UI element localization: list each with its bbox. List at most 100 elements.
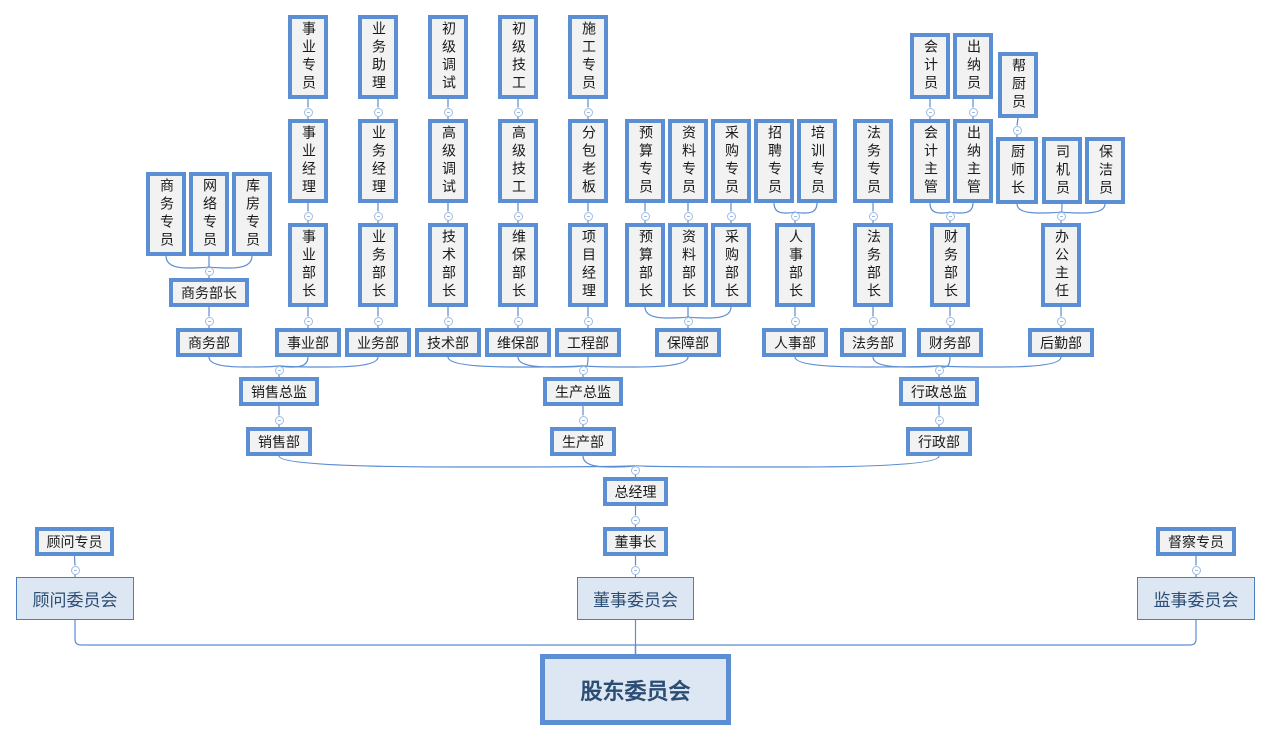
node-operations-manager[interactable]: 业务经理 [358,119,398,203]
node-advisor[interactable]: 顾问专员 [35,527,114,556]
collapse-toggle-icon[interactable] [274,415,284,425]
node-unit-hr[interactable]: 人事部 [762,328,828,357]
node-head-hr[interactable]: 人事部长 [775,223,815,307]
collapse-toggle-icon[interactable] [925,107,935,117]
node-general-manager[interactable]: 总经理 [603,477,668,506]
collapse-toggle-icon[interactable] [683,316,693,326]
node-advisory-committee[interactable]: 顾问委员会 [16,577,134,620]
node-chairman[interactable]: 董事长 [603,527,668,556]
node-enterprise-manager[interactable]: 事业经理 [288,119,328,203]
node-head-business-affairs[interactable]: 商务部长 [169,278,249,307]
collapse-toggle-icon[interactable] [583,211,593,221]
node-procurement-specialist[interactable]: 采购专员 [711,119,751,203]
collapse-toggle-icon[interactable] [1056,211,1066,221]
node-construction-specialist[interactable]: 施工专员 [568,15,608,99]
collapse-toggle-icon[interactable] [1191,565,1201,575]
collapse-toggle-icon[interactable] [204,266,214,276]
node-unit-logistics[interactable]: 后勤部 [1028,328,1094,357]
collapse-toggle-icon[interactable] [945,211,955,221]
node-unit-finance[interactable]: 财务部 [917,328,983,357]
collapse-toggle-icon[interactable] [1056,316,1066,326]
collapse-toggle-icon[interactable] [513,107,523,117]
node-sales-director[interactable]: 销售总监 [239,377,319,406]
collapse-toggle-icon[interactable] [70,565,80,575]
node-operations-assistant[interactable]: 业务助理 [358,15,398,99]
collapse-toggle-icon[interactable] [513,211,523,221]
collapse-toggle-icon[interactable] [868,316,878,326]
node-head-budget[interactable]: 预算部长 [625,223,665,307]
node-enterprise-specialist[interactable]: 事业专员 [288,15,328,99]
node-cashier-supervisor[interactable]: 出纳主管 [953,119,993,203]
node-unit-enterprise[interactable]: 事业部 [275,328,341,357]
collapse-toggle-icon[interactable] [303,316,313,326]
node-production-director[interactable]: 生产总监 [543,377,623,406]
node-head-enterprise[interactable]: 事业部长 [288,223,328,307]
collapse-toggle-icon[interactable] [790,316,800,326]
node-sales-dept[interactable]: 销售部 [246,427,312,456]
node-cashier[interactable]: 出纳员 [953,33,993,99]
node-production-dept[interactable]: 生产部 [550,427,616,456]
collapse-toggle-icon[interactable] [303,211,313,221]
node-accounting-supervisor[interactable]: 会计主管 [910,119,950,203]
node-unit-maintenance[interactable]: 维保部 [485,328,551,357]
node-unit-technology[interactable]: 技术部 [415,328,481,357]
collapse-toggle-icon[interactable] [683,211,693,221]
collapse-toggle-icon[interactable] [968,107,978,117]
collapse-toggle-icon[interactable] [373,316,383,326]
node-materials-specialist[interactable]: 资料专员 [668,119,708,203]
node-inspector[interactable]: 督察专员 [1156,527,1236,556]
collapse-toggle-icon[interactable] [934,415,944,425]
collapse-toggle-icon[interactable] [945,316,955,326]
collapse-toggle-icon[interactable] [373,107,383,117]
collapse-toggle-icon[interactable] [274,365,284,375]
node-head-technology[interactable]: 技术部长 [428,223,468,307]
collapse-toggle-icon[interactable] [631,565,640,575]
node-senior-technician[interactable]: 高级技工 [498,119,538,203]
node-budget-specialist[interactable]: 预算专员 [625,119,665,203]
collapse-toggle-icon[interactable] [631,465,640,475]
node-training-specialist[interactable]: 培训专员 [797,119,837,203]
node-unit-legal[interactable]: 法务部 [840,328,906,357]
collapse-toggle-icon[interactable] [726,211,736,221]
collapse-toggle-icon[interactable] [443,211,453,221]
node-recruiting-specialist[interactable]: 招聘专员 [754,119,794,203]
node-admin-dept[interactable]: 行政部 [906,427,972,456]
collapse-toggle-icon[interactable] [373,211,383,221]
collapse-toggle-icon[interactable] [578,415,588,425]
node-head-finance[interactable]: 财务部长 [930,223,970,307]
collapse-toggle-icon[interactable] [583,107,593,117]
collapse-toggle-icon[interactable] [1012,125,1022,135]
node-junior-debugger[interactable]: 初级调试 [428,15,468,99]
node-warehouse-specialist[interactable]: 库房专员 [232,172,272,256]
node-senior-debugger[interactable]: 高级调试 [428,119,468,203]
collapse-toggle-icon[interactable] [631,515,640,525]
node-supervisory-committee[interactable]: 监事委员会 [1137,577,1255,620]
collapse-toggle-icon[interactable] [640,211,650,221]
collapse-toggle-icon[interactable] [583,316,593,326]
node-head-procurement[interactable]: 采购部长 [711,223,751,307]
node-cleaner[interactable]: 保洁员 [1085,137,1125,204]
collapse-toggle-icon[interactable] [868,211,878,221]
node-head-engineering[interactable]: 项目经理 [568,223,608,307]
node-head-maintenance[interactable]: 维保部长 [498,223,538,307]
collapse-toggle-icon[interactable] [513,316,523,326]
node-unit-support[interactable]: 保障部 [655,328,721,357]
node-board-of-directors[interactable]: 董事委员会 [577,577,694,620]
node-legal-specialist[interactable]: 法务专员 [853,119,893,203]
node-commerce-specialist[interactable]: 商务专员 [146,172,186,256]
node-head-chef[interactable]: 厨师长 [996,137,1038,204]
node-head-logistics[interactable]: 办公主任 [1041,223,1081,307]
node-unit-business-affairs[interactable]: 商务部 [176,328,242,357]
node-subcontractor[interactable]: 分包老板 [568,119,608,203]
node-unit-engineering[interactable]: 工程部 [555,328,621,357]
collapse-toggle-icon[interactable] [443,316,453,326]
node-kitchen-helper[interactable]: 帮厨员 [998,52,1038,118]
node-network-specialist[interactable]: 网络专员 [189,172,229,256]
collapse-toggle-icon[interactable] [934,365,944,375]
collapse-toggle-icon[interactable] [578,365,588,375]
node-shareholders-committee[interactable]: 股东委员会 [540,654,731,725]
collapse-toggle-icon[interactable] [443,107,453,117]
node-head-operations[interactable]: 业务部长 [358,223,398,307]
node-unit-operations[interactable]: 业务部 [345,328,411,357]
collapse-toggle-icon[interactable] [204,316,214,326]
